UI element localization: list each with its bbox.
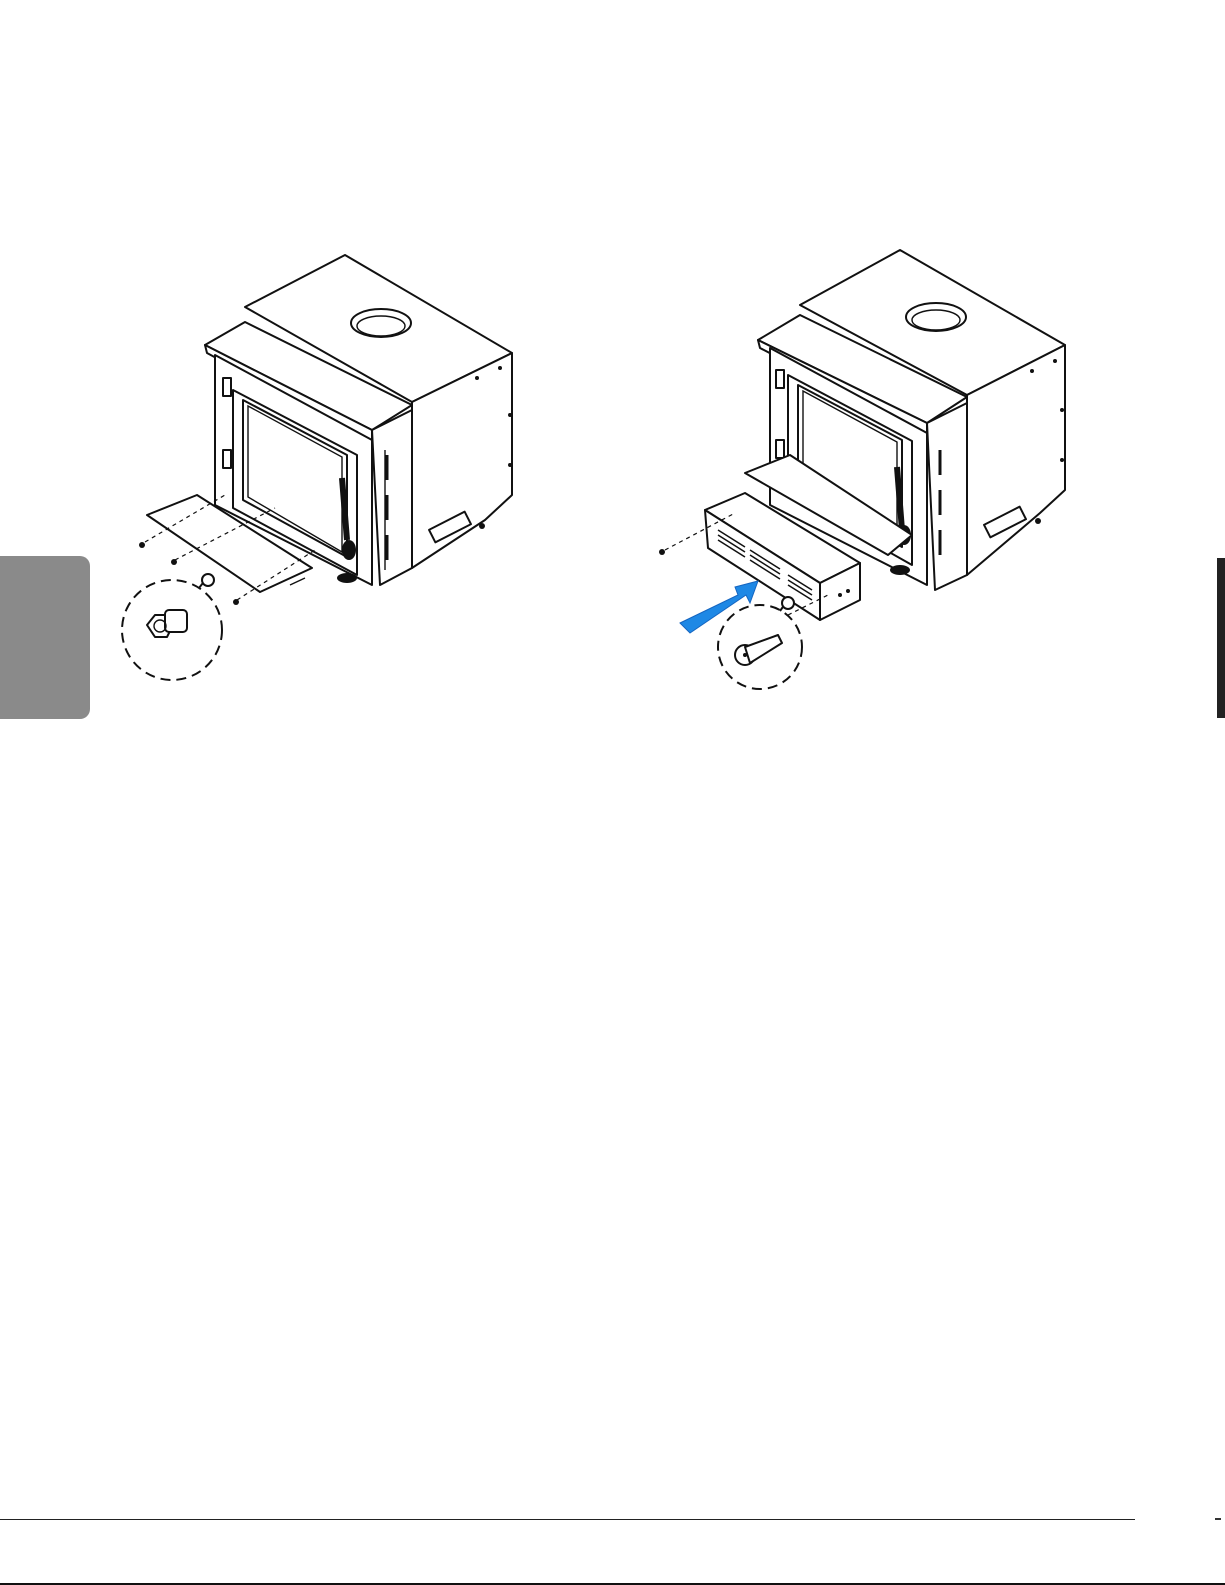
figure-blower-install — [650, 245, 1090, 700]
shroud-side-panel — [372, 410, 412, 585]
figure-stove-cover-removal — [115, 250, 535, 690]
door-handle — [342, 540, 356, 560]
shroud-side-panel — [927, 403, 967, 590]
flue-collar — [351, 309, 411, 337]
stove-illustration-right — [650, 245, 1090, 700]
bolt-1 — [139, 542, 145, 548]
stove-illustration-left — [115, 250, 535, 690]
bolt-2 — [171, 559, 177, 565]
flue-collar — [906, 303, 966, 331]
next-page-edge-tab — [1217, 558, 1225, 718]
chapter-side-tab — [0, 556, 90, 719]
footer-rule — [0, 1519, 1135, 1520]
bolt-3 — [233, 599, 239, 605]
edge-tick-mark — [1215, 1518, 1221, 1520]
screw-1 — [659, 549, 665, 555]
